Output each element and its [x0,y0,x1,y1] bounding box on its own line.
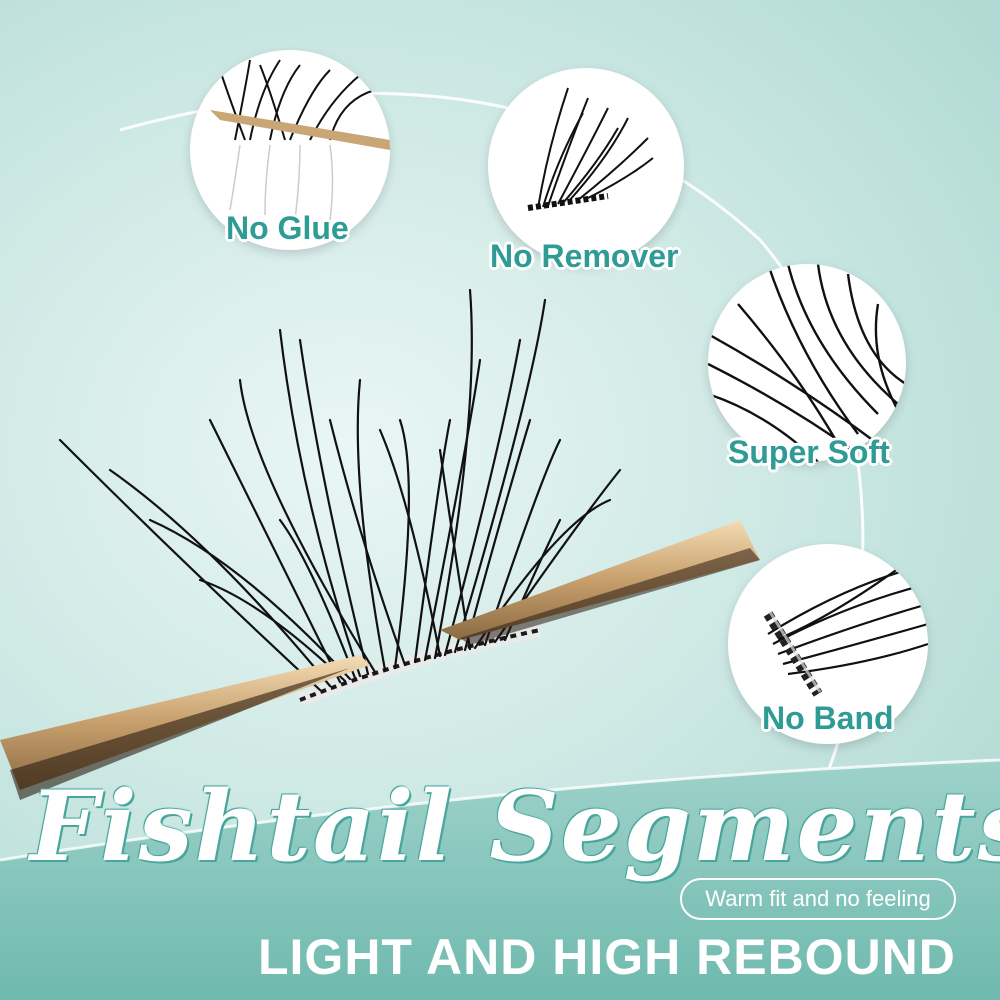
bandless-lash-icon [728,544,928,744]
feature-label: No Glue [226,210,349,246]
soft-lash-icon [708,264,906,462]
glue-free-lash-icon [190,50,390,250]
lash-cluster-icon [488,68,684,264]
tagline-pill: Warm fit and no feeling [680,878,956,920]
feature-label: No Band [762,700,894,736]
script-title: Fishtail Segments [30,770,1000,883]
headline: LIGHT AND HIGH REBOUND [258,929,956,985]
tweezer-upper [440,520,760,640]
feature-label: No Remover [490,238,679,274]
feature-label: Super Soft [728,434,890,470]
bottom-band [0,760,1000,1000]
